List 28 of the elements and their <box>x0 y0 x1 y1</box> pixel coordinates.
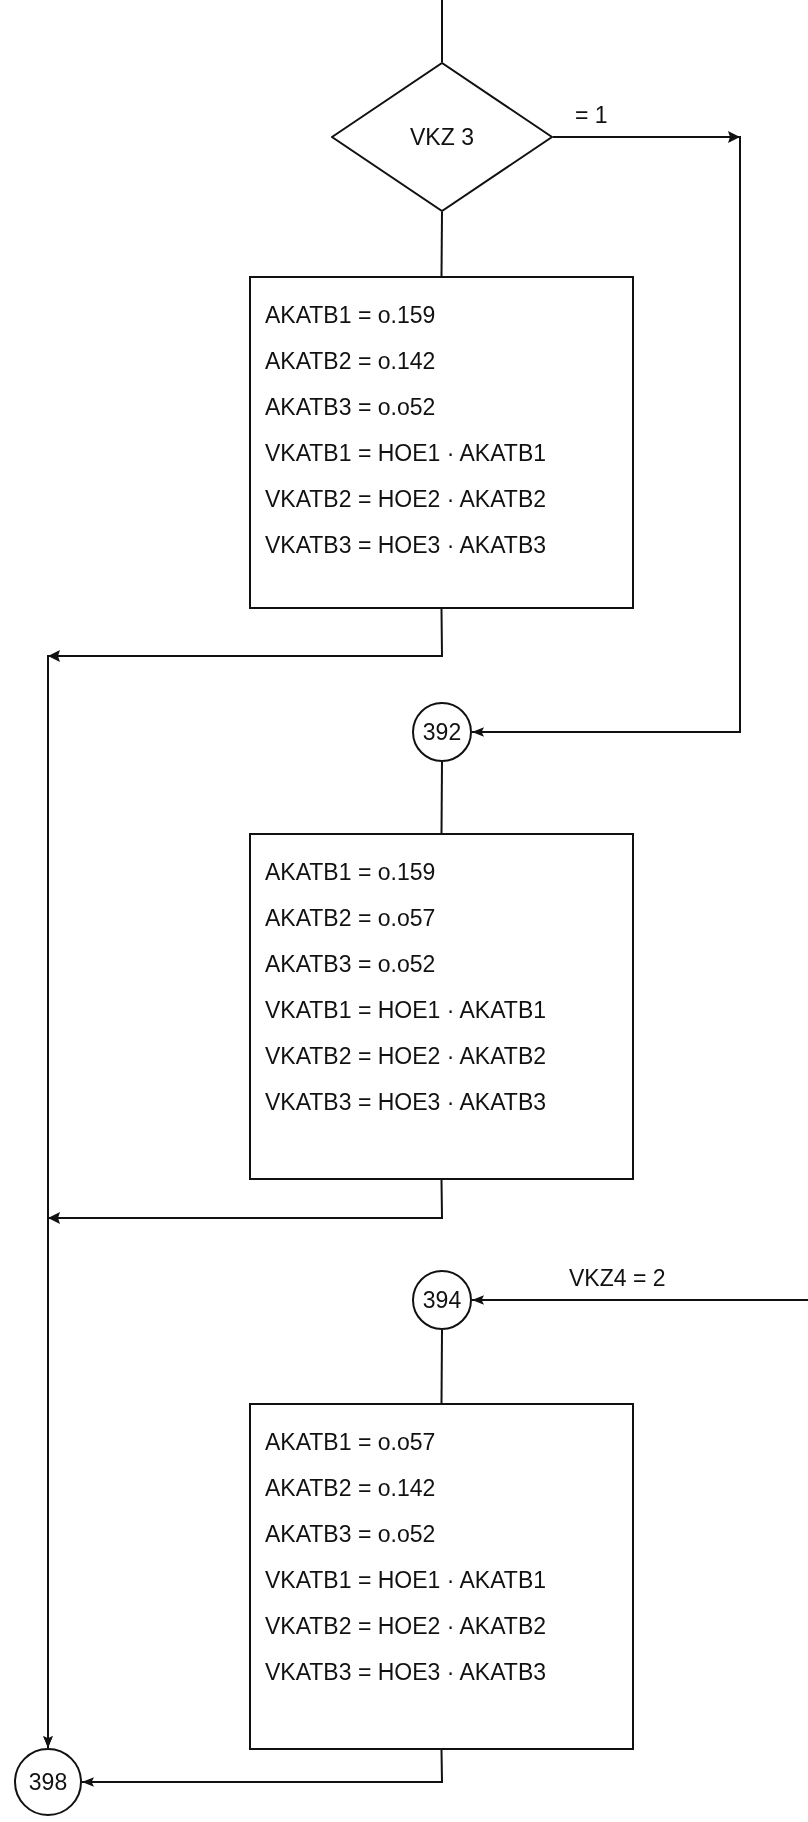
assignment-text: AKATB1 = o.159 <box>265 858 436 887</box>
condition-text: VKZ 3 <box>410 123 474 151</box>
assignment-text: VKATB1 = HOE1 · AKATB1 <box>265 1566 546 1595</box>
assignment-text: AKATB1 = o.159 <box>265 301 436 330</box>
connector-number: 398 <box>28 1768 68 1796</box>
assignment-text: VKATB2 = HOE2 · AKATB2 <box>265 485 546 514</box>
connector-number: 392 <box>422 718 462 746</box>
assignment-text: AKATB3 = o.o52 <box>265 1520 436 1549</box>
assignment-text: VKATB2 = HOE2 · AKATB2 <box>265 1042 546 1071</box>
assignment-text: VKATB3 = HOE3 · AKATB3 <box>265 1658 546 1687</box>
connector-number: 394 <box>422 1286 462 1314</box>
assignment-text: VKATB3 = HOE3 · AKATB3 <box>265 1088 546 1117</box>
assignment-text: AKATB1 = o.o57 <box>265 1428 436 1457</box>
assignment-text: VKATB1 = HOE1 · AKATB1 <box>265 996 546 1025</box>
process-box <box>249 276 634 609</box>
assignment-text: AKATB2 = o.o57 <box>265 904 436 933</box>
assignment-text: AKATB3 = o.o52 <box>265 393 436 422</box>
assignment-text: VKATB1 = HOE1 · AKATB1 <box>265 439 546 468</box>
connector-circle <box>412 1270 472 1330</box>
process-box <box>249 833 634 1180</box>
assignment-text: VKATB2 = HOE2 · AKATB2 <box>265 1612 546 1641</box>
decision-diamond <box>331 62 553 212</box>
assignment-text: VKATB3 = HOE3 · AKATB3 <box>265 531 546 560</box>
assignment-text: AKATB2 = o.142 <box>265 347 436 376</box>
connector-circle <box>412 702 472 762</box>
assignment-text: AKATB3 = o.o52 <box>265 950 436 979</box>
assignment-text: AKATB2 = o.142 <box>265 1474 436 1503</box>
process-box <box>249 1403 634 1750</box>
